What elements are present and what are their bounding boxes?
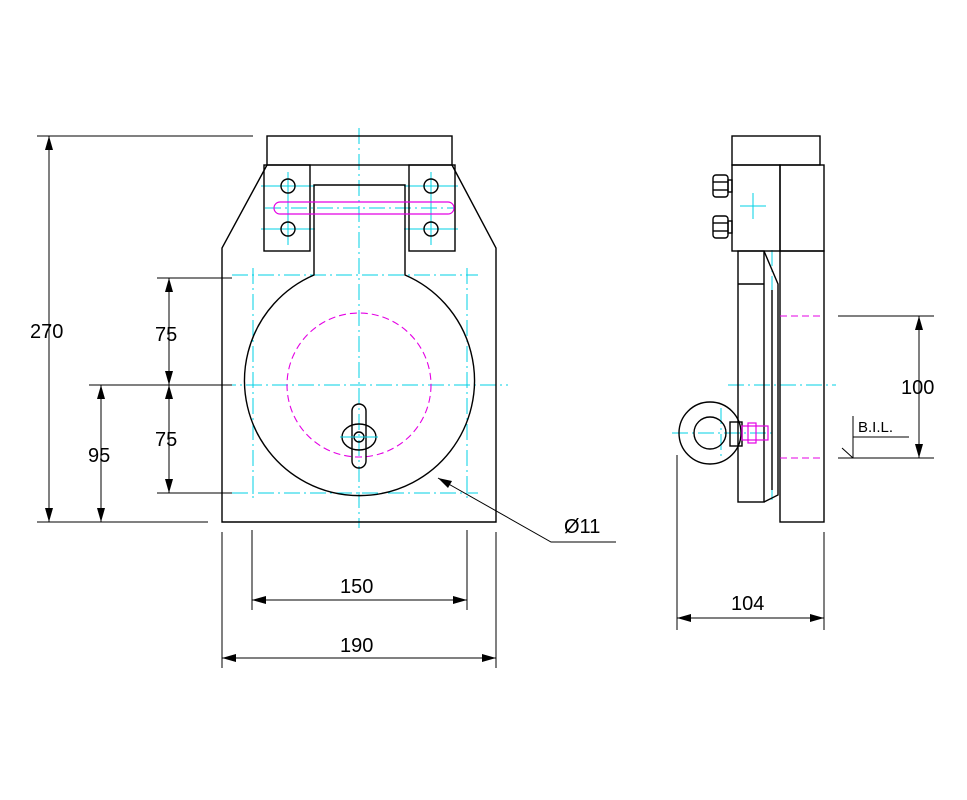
- front-diameter-leader: [437, 477, 616, 543]
- dim-overall-height: 270: [30, 321, 63, 343]
- side-hidden-window: [780, 315, 824, 459]
- side-dimension-lines: [676, 315, 934, 630]
- dim-upper-offset: 75: [155, 324, 177, 346]
- front-centerlines: [220, 128, 508, 528]
- side-eye-terminal: [678, 401, 769, 465]
- front-hidden-features: [273, 201, 455, 458]
- dim-window-height: 100: [901, 377, 934, 399]
- front-dimension-lines: [37, 135, 497, 668]
- dim-overall-depth: 104: [731, 593, 764, 615]
- front-terminal-knob: [340, 403, 378, 469]
- side-body-outline: [731, 135, 825, 523]
- front-mounting-holes: [280, 178, 439, 237]
- dim-lower-offset: 75: [155, 429, 177, 451]
- side-view: 100 B.I.L. 104: [672, 135, 934, 630]
- dim-hole-diameter: Ø11: [564, 516, 600, 538]
- side-bolts: [712, 174, 733, 239]
- dim-overall-width: 190: [340, 635, 373, 657]
- front-view: 270 75 75 95 Ø11 150 190: [30, 128, 616, 668]
- front-housing-outline: [221, 135, 497, 523]
- dim-base-to-center: 95: [88, 445, 110, 467]
- bil-label: B.I.L.: [858, 419, 893, 436]
- side-centerlines: [672, 193, 836, 500]
- dim-mounting-span: 150: [340, 576, 373, 598]
